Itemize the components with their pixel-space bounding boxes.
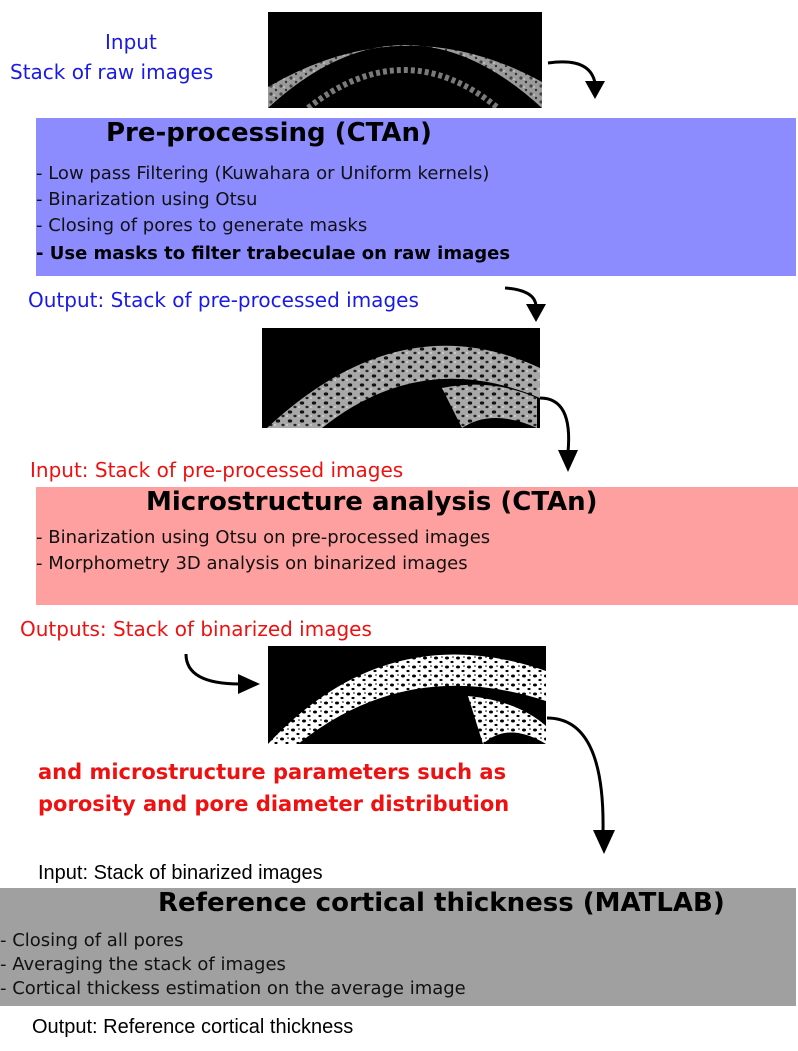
microstructure-params-line-2: porosity and pore diameter distribution	[38, 792, 510, 816]
arrow-preprocessing-output	[504, 286, 546, 322]
reference-bullet-1: - Closing of all pores	[0, 930, 184, 951]
raw-stack-label: Stack of raw images	[10, 60, 214, 84]
microstructure-bullet-1: - Binarization using Otsu on pre-process…	[36, 527, 491, 548]
microstructure-params-line-1: and microstructure parameters such as	[38, 760, 507, 784]
microstructure-bullet-2: - Morphometry 3D analysis on binarized i…	[36, 553, 468, 574]
microstructure-output-label: Outputs: Stack of binarized images	[20, 617, 372, 641]
microstructure-box: Microstructure analysis (CTAn) - Binariz…	[36, 487, 798, 605]
preprocessing-bullet-1: - Low pass Filtering (Kuwahara or Unifor…	[36, 163, 490, 184]
preprocessing-title: Pre-processing (CTAn)	[106, 118, 432, 148]
microstructure-title: Microstructure analysis (CTAn)	[146, 487, 598, 517]
reference-input-label: Input: Stack of binarized images	[38, 862, 323, 884]
binarized-ct-image	[268, 646, 546, 744]
reference-bullet-3: - Cortical thickess estimation on the av…	[0, 978, 466, 999]
reference-title: Reference cortical thickness (MATLAB)	[158, 888, 725, 918]
preprocessed-ct-image	[262, 328, 540, 428]
arrow-binarized-output	[184, 653, 260, 694]
input-label: Input	[105, 30, 157, 54]
preprocessing-bullet-2: - Binarization using Otsu	[36, 189, 258, 210]
microstructure-input-label: Input: Stack of pre-processed images	[30, 458, 404, 482]
preprocessing-box: Pre-processing (CTAn) - Low pass Filteri…	[36, 118, 796, 276]
reference-bullet-2: - Averaging the stack of images	[0, 954, 286, 975]
reference-output-label: Output: Reference cortical thickness	[32, 1016, 354, 1038]
raw-ct-image	[268, 12, 542, 108]
arrow-raw-to-preprocessing	[547, 60, 605, 99]
preprocessing-bullet-3: - Closing of pores to generate masks	[36, 215, 368, 236]
preprocessing-bullet-4: - Use masks to filter trabeculae on raw …	[36, 243, 511, 264]
preprocessing-output-label: Output: Stack of pre-processed images	[28, 288, 419, 312]
arrow-binarized-to-reference	[546, 716, 615, 854]
reference-box: Reference cortical thickness (MATLAB) - …	[0, 888, 796, 1006]
arrow-preprocessed-to-microstructure	[539, 396, 578, 472]
